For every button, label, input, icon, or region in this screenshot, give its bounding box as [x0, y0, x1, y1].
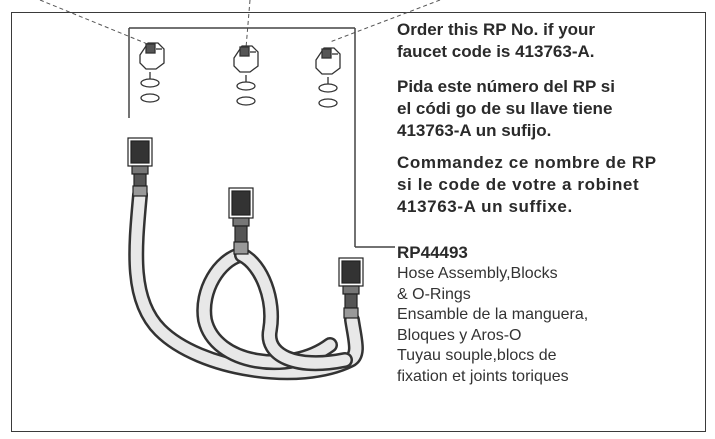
instruction-line: Order this RP No. if your [397, 20, 596, 39]
fitting-right [338, 257, 364, 319]
description-line: Hose Assembly,Blocks [397, 265, 558, 282]
instruction-line: 413763-A un sufijo. [397, 121, 552, 140]
instruction-line: Pida este número del RP si [397, 77, 615, 96]
instruction-line: si le code de votre a robinet [397, 175, 640, 194]
instruction-line: 413763-A un suffixe. [397, 197, 573, 216]
hoses [128, 187, 364, 381]
description-line: & O-Rings [397, 285, 471, 303]
instruction-english: Order this RP No. if your faucet code is… [397, 19, 707, 63]
block-set-3 [315, 47, 341, 108]
diagram-frame [11, 12, 706, 432]
instruction-french: Commandez ce nombre de RP si le code de … [397, 152, 715, 218]
description-line: fixation et joints toriques [397, 367, 569, 385]
fitting-left [127, 137, 153, 197]
instruction-line: faucet code is 413763-A. [397, 42, 595, 61]
block-set-2 [233, 45, 259, 106]
instruction-line: Commandez ce nombre de RP [397, 153, 657, 172]
part-description: Hose Assembly,Blocks & O-Rings Ensamble … [397, 264, 588, 387]
instruction-spanish: Pida este número del RP si el códi go de… [397, 76, 707, 142]
description-line: Tuyau souple,blocs de [397, 347, 557, 364]
part-number: RP44493 [397, 243, 468, 262]
bracket-lines [128, 27, 395, 248]
instruction-line: el códi go de su llave tiene [397, 99, 613, 118]
leader-lines [39, 0, 441, 49]
block-set-1 [139, 42, 165, 103]
fitting-center [228, 187, 254, 255]
description-line: Ensamble de la manguera, [397, 306, 589, 323]
description-line: Bloques y Aros-O [397, 326, 522, 344]
